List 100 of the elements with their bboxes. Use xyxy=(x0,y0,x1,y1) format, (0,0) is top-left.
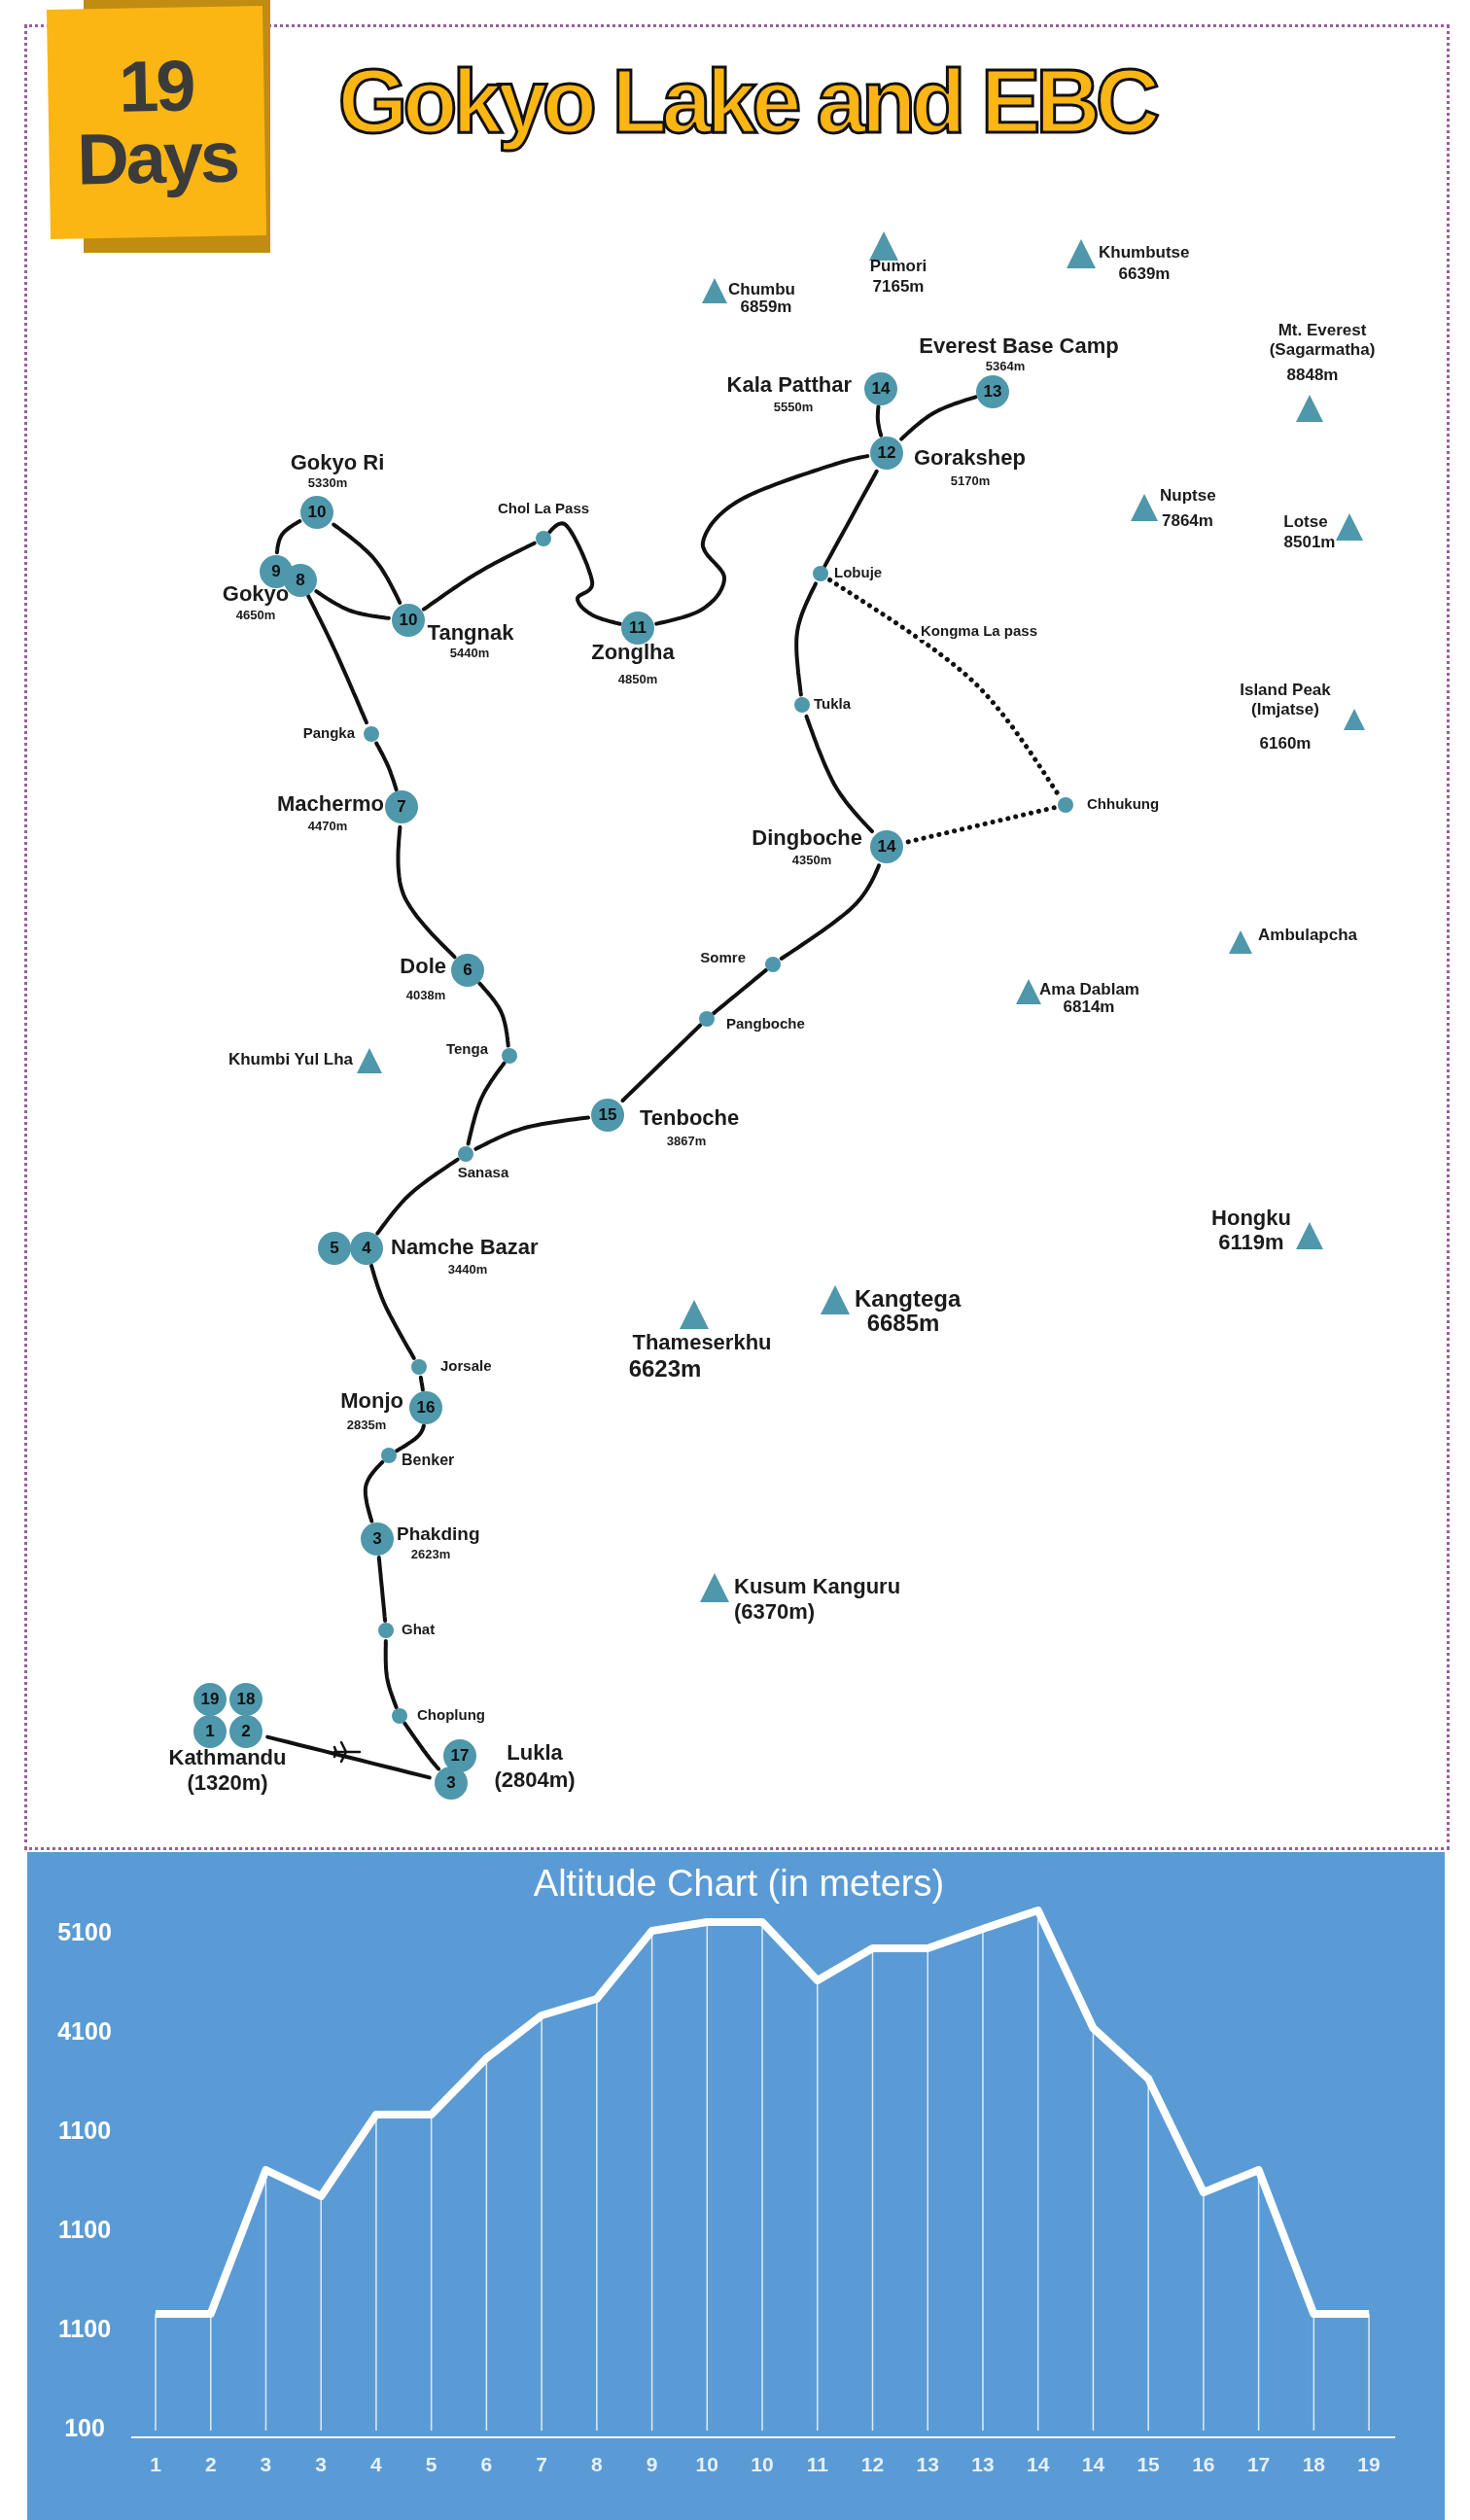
place-name: Somre xyxy=(700,949,746,966)
axis-tick-label: 18 xyxy=(1302,2452,1325,2477)
axis-tick-label: 17 xyxy=(1246,2452,1271,2477)
trail-line xyxy=(332,522,402,605)
day-marker: 10 xyxy=(392,604,425,637)
day-marker: 3 xyxy=(361,1522,394,1556)
day-marker: 7 xyxy=(385,790,418,823)
peak-name: Khumbi Yul Lha xyxy=(228,1050,354,1070)
altitude-label: 3867m xyxy=(666,1135,707,1149)
trail-line xyxy=(396,824,457,960)
trail-line xyxy=(363,1459,385,1523)
peak-altitude: 8501m xyxy=(1283,533,1336,553)
axis-tick-label: 5 xyxy=(425,2452,438,2477)
trail-line xyxy=(466,1061,507,1146)
trail-line xyxy=(712,967,768,1016)
place-name: Choplung xyxy=(417,1706,485,1724)
altitude-label: (1320m) xyxy=(187,1770,268,1796)
trail-line xyxy=(804,714,874,834)
trail-line xyxy=(375,1157,460,1236)
place-name: Kala Patthar xyxy=(726,372,852,398)
trail-line xyxy=(654,454,870,626)
day-marker: 12 xyxy=(870,437,903,470)
chart-title: Altitude Chart (in meters) xyxy=(533,1862,945,1906)
day-marker: 4 xyxy=(350,1232,383,1265)
trail-line xyxy=(418,1375,425,1392)
peak-altitude: 6639m xyxy=(1118,264,1171,285)
place-name: Gokyo Ri xyxy=(290,450,385,475)
day-marker: 1 xyxy=(193,1715,227,1748)
place-name: Tenga xyxy=(445,1040,488,1058)
trail-line xyxy=(376,1556,388,1624)
axis-tick-label: 14 xyxy=(1027,2452,1050,2477)
axis-tick-label: 15 xyxy=(1137,2452,1160,2477)
axis-tick-label: 9 xyxy=(646,2452,658,2477)
axis-tick-label: 4 xyxy=(370,2452,382,2477)
axis-tick-label: 13 xyxy=(916,2452,939,2477)
place-name: Machermo xyxy=(276,791,384,817)
place-name: Tukla xyxy=(814,695,852,713)
trail-line xyxy=(274,519,302,555)
axis-tick-label: 3 xyxy=(315,2452,328,2477)
altitude-label: 4650m xyxy=(235,609,276,623)
place-name: Pangboche xyxy=(726,1015,805,1032)
trail-line xyxy=(369,1263,416,1360)
axis-tick-label: 10 xyxy=(751,2452,774,2477)
trail-line xyxy=(421,541,537,612)
axis-tick-label: 1100 xyxy=(57,2314,112,2343)
place-name: Lobuje xyxy=(834,564,883,581)
axis-tick-label: 19 xyxy=(1357,2452,1381,2477)
axis-tick-label: 1100 xyxy=(57,2215,112,2244)
place-name: Dole xyxy=(400,954,446,979)
altitude-label: 4038m xyxy=(405,989,446,1003)
peak-name: Thameserkhu xyxy=(632,1330,772,1356)
place-name: Chhukung xyxy=(1087,795,1160,813)
peak-altitude: 7165m xyxy=(872,277,925,298)
place-name: Phakding xyxy=(397,1523,480,1545)
peak-name: Hongku xyxy=(1211,1206,1291,1232)
place-name: Pangka xyxy=(302,724,355,742)
peak-altitude: 6814m xyxy=(1063,998,1115,1018)
peak-name: Ama Dablam xyxy=(1039,980,1139,1000)
altitude-label: 2623m xyxy=(410,1548,451,1562)
place-name: Kathmandu xyxy=(168,1745,287,1770)
place-name: Benker xyxy=(402,1452,455,1470)
trail-line xyxy=(265,1734,432,1780)
day-marker: 16 xyxy=(409,1391,442,1424)
altitude-label: 4850m xyxy=(617,673,658,687)
axis-tick-label: 7 xyxy=(536,2452,547,2477)
trail-line xyxy=(547,521,622,626)
trail-line xyxy=(779,863,881,961)
axis-tick-label: 4100 xyxy=(57,2016,112,2046)
place-name: Namche Bazar xyxy=(391,1235,539,1260)
peak-name: Island Peak (Imjatse) xyxy=(1239,681,1332,720)
place-name: Ghat xyxy=(402,1621,436,1638)
altitude-label: 5170m xyxy=(950,474,991,489)
altitude-label: 5364m xyxy=(985,360,1026,374)
axis-tick-label: 16 xyxy=(1192,2452,1215,2477)
day-marker: 5 xyxy=(318,1232,351,1265)
peak-altitude: 6859m xyxy=(740,298,792,318)
axis-tick-label: 2 xyxy=(204,2452,217,2477)
place-name: Chol La Pass xyxy=(497,500,590,517)
day-marker: 14 xyxy=(864,372,897,405)
peak-name: Nuptse xyxy=(1160,486,1216,507)
place-name: Monjo xyxy=(340,1388,403,1414)
trail-line xyxy=(395,1423,426,1453)
altitude-label: 4350m xyxy=(791,854,832,868)
trail-line xyxy=(899,395,978,441)
trail-line xyxy=(875,404,884,438)
peak-name: Khumbutse xyxy=(1099,243,1190,263)
trail-line xyxy=(473,1115,590,1151)
peak-name: Pumori xyxy=(869,257,928,277)
place-name: Tangnak xyxy=(427,620,514,646)
trail-line xyxy=(620,1023,703,1102)
altitude-label: 3440m xyxy=(447,1263,488,1278)
trail-line xyxy=(402,1721,441,1771)
title: Gokyo Lake and EBC xyxy=(337,51,1156,153)
day-marker: 6 xyxy=(451,954,484,987)
axis-tick-label: 1 xyxy=(150,2452,161,2477)
peak-altitude: 7864m xyxy=(1162,511,1213,532)
trail-line xyxy=(306,594,368,725)
peak-altitude: 6623m xyxy=(628,1355,702,1383)
trail-line xyxy=(822,469,879,569)
peak-name: (6370m) xyxy=(734,1599,816,1626)
